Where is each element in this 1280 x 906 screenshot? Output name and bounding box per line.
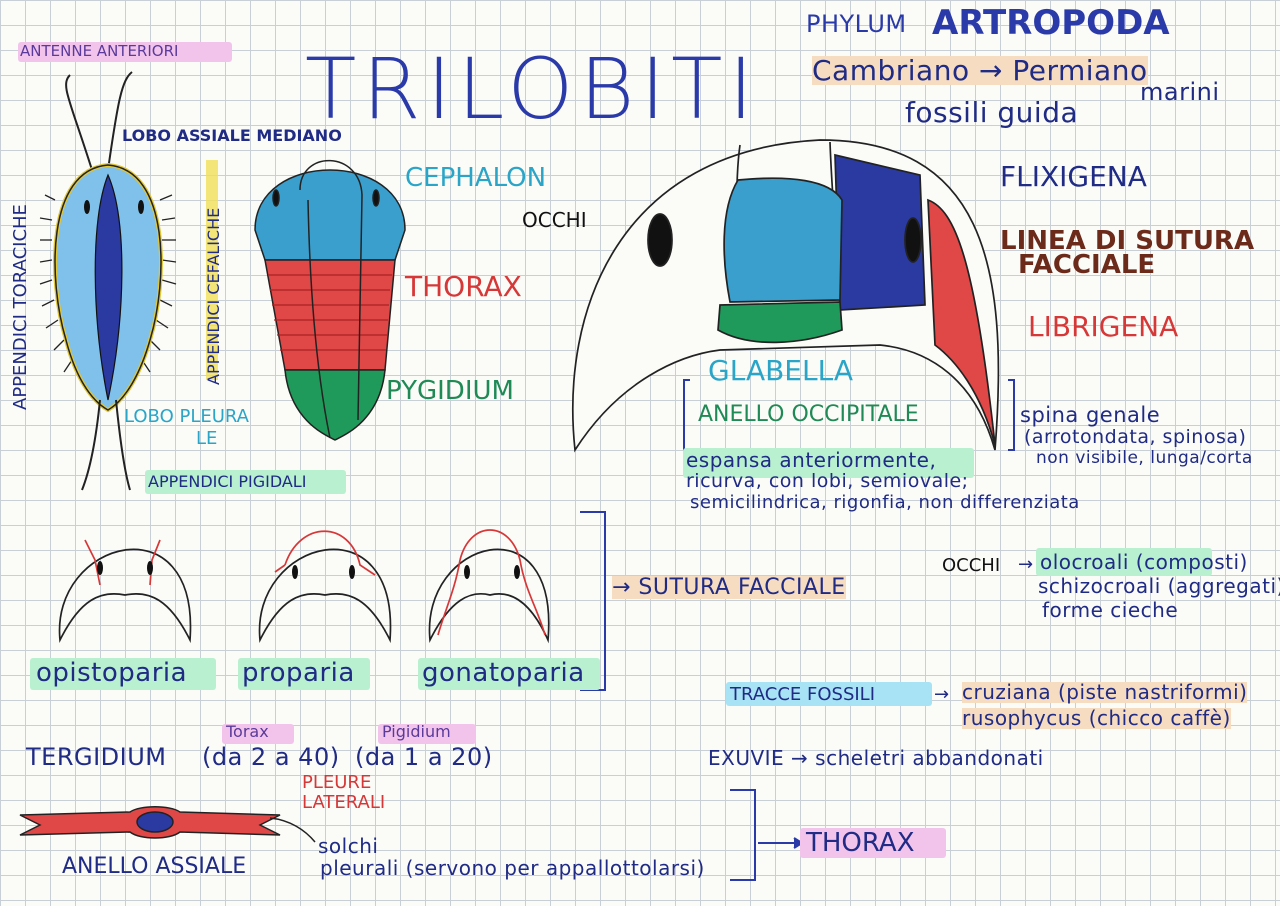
- thorax-segment-drawing: [19, 806, 316, 843]
- period-range: Cambriano → Permiano: [812, 54, 1148, 87]
- occhi-label: OCCHI: [522, 208, 587, 232]
- linea-sutura-label-2: FACCIALE: [1018, 250, 1156, 280]
- sutura-facciale-label: → SUTURA FACCIALE: [612, 575, 846, 600]
- flixigena-label: FLIXIGENA: [1000, 160, 1147, 193]
- exuvie-label: EXUVIE → scheletri abbandonati: [708, 746, 1044, 770]
- glabella-desc-3: semicilindrica, rigonfia, non differenzi…: [690, 492, 1080, 513]
- highlight-opistoparia: [30, 658, 216, 690]
- phylum-label: PHYLUM: [806, 10, 907, 38]
- solchi-label: solchi: [318, 834, 379, 858]
- thorax-label: THORAX: [405, 270, 522, 303]
- antenne-label: ANTENNE ANTERIORI: [20, 42, 179, 60]
- ventral-trilobite-drawing: [39, 71, 218, 491]
- glabella-label: GLABELLA: [708, 354, 853, 387]
- tracce-arrow: →: [934, 684, 950, 705]
- arrows: [758, 837, 804, 849]
- page-title: TRILOBITI: [305, 40, 760, 138]
- tracce-fossili-label: TRACCE FOSSILI: [730, 684, 876, 705]
- occhi-arrow: →: [1018, 554, 1034, 575]
- schizocroali-label: schizocroali (aggregati): [1038, 574, 1280, 598]
- highlight-antenne: [18, 42, 232, 62]
- solchi-pleurali-label: pleurali (servono per appallottolarsi): [320, 856, 705, 880]
- pigidium-label: Pigidium: [382, 722, 451, 741]
- highlight-proparia: [238, 658, 370, 690]
- tergidium-torax-range: (da 2 a 40): [202, 743, 340, 771]
- lobo-assiale-label: LOBO ASSIALE MEDIANO: [122, 126, 342, 145]
- highlight-occhi: [1036, 548, 1212, 576]
- highlight-gonatoparia: [418, 658, 600, 690]
- occhi-types-label: OCCHI: [942, 555, 1001, 576]
- proparia-label: proparia: [242, 658, 355, 688]
- phylum-name: ARTROPODA: [932, 3, 1170, 43]
- lobo-pleurale-label-1: LOBO PLEURA: [124, 406, 249, 427]
- highlight-pigidium: [378, 724, 476, 744]
- cephalon-drawing: [571, 139, 1000, 453]
- torax-label: Torax: [226, 722, 269, 741]
- pleure-laterali-label-2: LATERALI: [302, 792, 386, 813]
- linea-sutura-label-1: LINEA DI SUTURA: [1000, 226, 1255, 256]
- spina-genale-desc-2: non visibile, lunga/corta: [1036, 448, 1253, 468]
- forme-cieche-label: forme cieche: [1042, 598, 1179, 622]
- thorax-summary-label: THORAX: [806, 828, 915, 858]
- brackets: [580, 379, 1015, 881]
- spina-genale-desc-1: (arrotondata, spinosa): [1024, 426, 1247, 448]
- opistoparia-label: opistoparia: [36, 658, 188, 688]
- spina-genale-label: spina genale: [1020, 403, 1161, 427]
- right-antenna: [107, 71, 133, 171]
- pygidium-label: PYGIDIUM: [386, 376, 514, 406]
- appendici-pigidali-label: APPENDICI PIGIDALI: [148, 472, 307, 491]
- cephalon-label: CEPHALON: [405, 163, 547, 193]
- highlight-tracce: [726, 682, 932, 706]
- marini-label: marini: [1140, 78, 1220, 106]
- glabella-desc-2: ricurva, con lobi, semiovale;: [686, 470, 969, 492]
- cruziana-label: cruziana (piste nastriformi): [962, 680, 1248, 704]
- appendici-toraciche-label: APPENDICI TORACICHE: [10, 204, 31, 410]
- lobo-pleurale-label-2: LE: [196, 428, 218, 449]
- glabella-desc-1: espansa anteriormente,: [686, 448, 937, 472]
- suture-types-drawing: [58, 529, 550, 644]
- highlight-thorax: [800, 828, 946, 858]
- highlight-torax: [222, 724, 294, 744]
- librigena-label: LIBRIGENA: [1028, 310, 1179, 343]
- pleure-laterali-label-1: PLEURE: [302, 772, 372, 793]
- dorsal-trilobite-drawing: [254, 159, 406, 441]
- gonatoparia-label: gonatoparia: [422, 658, 585, 688]
- tergidium-label: TERGIDIUM: [26, 743, 167, 771]
- rusophycus-label: rusophycus (chicco caffè): [962, 706, 1231, 730]
- highlight-glabella: [683, 448, 974, 478]
- appendici-cefaliche-label: APPENDICI CEFALICHE: [204, 207, 223, 385]
- highlight-appendici: [145, 470, 346, 494]
- fossili-guida-label: fossili guida: [905, 96, 1079, 129]
- anello-occipitale-label: ANELLO OCCIPITALE: [698, 402, 919, 427]
- tergidium-pigidium-range: (da 1 a 20): [355, 743, 493, 771]
- olocroali-label: olocroali (composti): [1040, 550, 1248, 574]
- suture-eyes: [97, 561, 520, 579]
- left-antenna: [65, 74, 93, 171]
- anello-assiale-label: ANELLO ASSIALE: [62, 854, 247, 879]
